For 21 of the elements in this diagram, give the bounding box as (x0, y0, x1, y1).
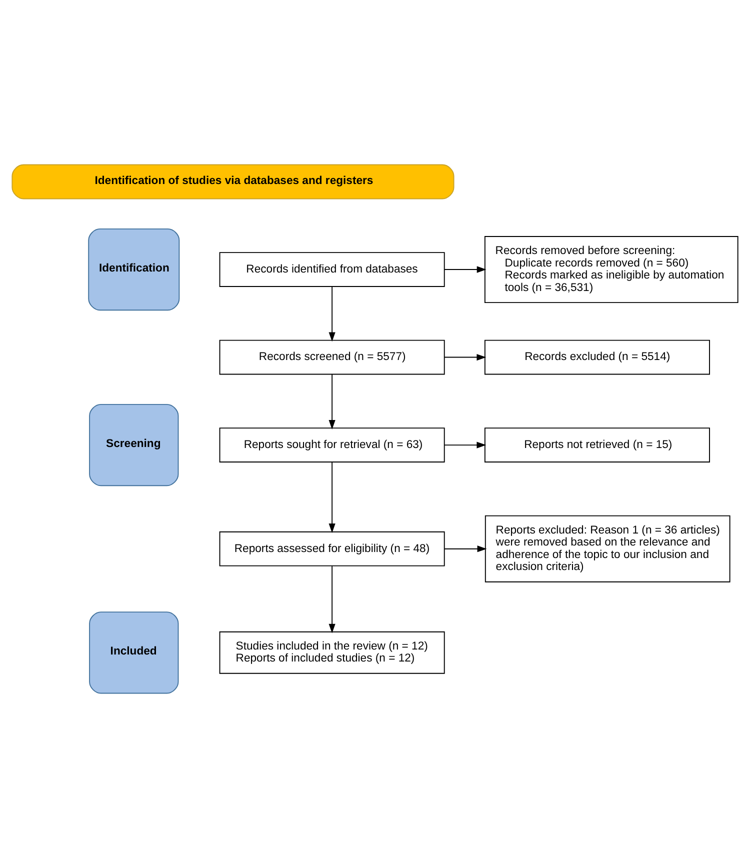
node-box: Identification of studies via databases and registers (12, 164, 454, 199)
node-box: Reports sought for retrieval (n = 63) (219, 427, 445, 462)
arrow (328, 461, 336, 532)
node-box: Reports excluded: Reason 1 (n = 36 articles) were removed based on the relevance and adherence of the topic to our inclusion and exclusion criteria) (484, 514, 730, 582)
node-box: Reports not retrieved (n = 15) (484, 427, 710, 462)
arrow (328, 286, 336, 342)
arrow (328, 565, 336, 633)
node-box: Records excluded (n = 5514) (484, 339, 710, 374)
node-box: Studies included in the review (n = 12) Reports of included studies (n = 12) (219, 630, 445, 674)
arrow (444, 441, 486, 448)
node-box: Records identified from databases (219, 252, 445, 286)
node-box: Screening (89, 404, 179, 486)
arrow (328, 373, 336, 429)
arrow (444, 353, 486, 360)
arrow (444, 545, 487, 552)
node-box: Identification (88, 228, 180, 310)
node-box: Records removed before screening: Duplicate records removed (n = 560) Records marked as ineligible by automation tools (n = 36,531) (484, 236, 738, 303)
node-box: Reports assessed for eligibility (n = 48) (219, 530, 445, 566)
arrow (444, 266, 486, 272)
node-box: Included (89, 611, 179, 694)
node-box: Records screened (n = 5577) (219, 339, 445, 374)
